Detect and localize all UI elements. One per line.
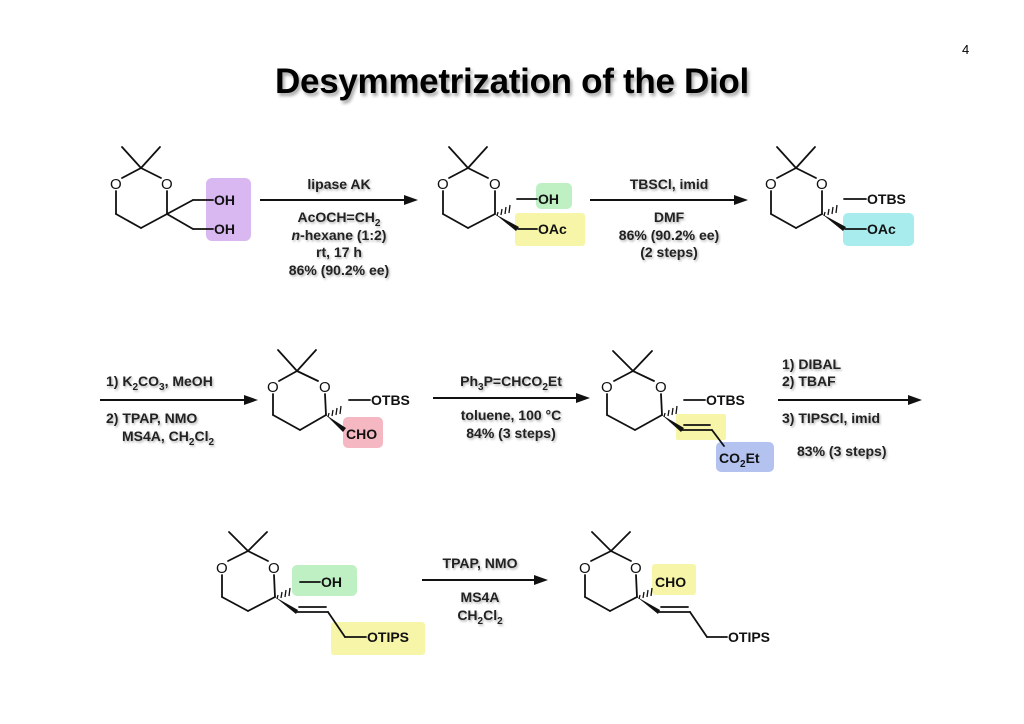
condition-below: MS4A bbox=[461, 589, 500, 605]
label-otips: OTIPS bbox=[367, 629, 409, 645]
condition-above: 1) DIBAL bbox=[782, 356, 842, 372]
reaction-arrow-1: lipase AK AcOCH=CH2 n-hexane (1:2) rt, 1… bbox=[260, 176, 418, 278]
compound-aldehyde: O O OTBS CHO bbox=[267, 349, 410, 442]
label-otips: OTIPS bbox=[728, 629, 770, 645]
yield-text: 83% (3 steps) bbox=[797, 443, 886, 459]
condition-below: rt, 17 h bbox=[316, 244, 362, 260]
condition-above: Ph3P=CHCO2Et bbox=[460, 373, 562, 393]
label-oh: OH bbox=[214, 192, 235, 208]
highlight-allyl-oh bbox=[292, 565, 357, 596]
atom-o: O bbox=[161, 176, 173, 193]
highlight-mono-oac bbox=[515, 213, 585, 246]
label-oh: OH bbox=[214, 221, 235, 237]
reaction-arrow-6: TPAP, NMO MS4A CH2Cl2 bbox=[422, 555, 548, 627]
condition-below: (2 steps) bbox=[640, 244, 698, 260]
label-otbs: OTBS bbox=[371, 392, 410, 408]
label-cho: CHO bbox=[346, 426, 377, 442]
condition-below: MS4A, CH2Cl2 bbox=[122, 428, 214, 448]
page-number: 4 bbox=[962, 42, 970, 57]
yield-text: 86% (90.2% ee) bbox=[289, 262, 389, 278]
atom-o: O bbox=[816, 176, 828, 193]
condition-below: 3) TIPSCl, imid bbox=[782, 410, 880, 426]
highlight-mono-oh bbox=[536, 183, 572, 209]
reaction-arrow-3: 1) K2CO3, MeOH 2) TPAP, NMO MS4A, CH2Cl2 bbox=[100, 373, 258, 448]
atom-o: O bbox=[437, 176, 449, 193]
label-oh: OH bbox=[321, 574, 342, 590]
condition-below: n-hexane (1:2) bbox=[292, 227, 387, 243]
atom-o: O bbox=[268, 560, 280, 577]
condition-above: 1) K2CO3, MeOH bbox=[106, 373, 213, 393]
condition-above: 2) TBAF bbox=[782, 373, 836, 389]
reaction-arrow-2: TBSCl, imid DMF 86% (90.2% ee) (2 steps) bbox=[590, 176, 748, 260]
label-otbs: OTBS bbox=[867, 191, 906, 207]
label-co2et: CO2Et bbox=[719, 450, 760, 470]
condition-below: DMF bbox=[654, 209, 685, 225]
highlight-enoate-ester bbox=[716, 442, 774, 472]
slide-title: Desymmetrization of the Diol bbox=[275, 62, 749, 101]
label-otbs: OTBS bbox=[706, 392, 745, 408]
condition-above: TPAP, NMO bbox=[443, 555, 518, 571]
highlight-allyl-otips bbox=[331, 622, 425, 655]
yield-text: 86% (90.2% ee) bbox=[619, 227, 719, 243]
highlight-tbs-oac bbox=[843, 213, 914, 246]
atom-o: O bbox=[319, 379, 331, 396]
highlight-enoate-alkene bbox=[676, 414, 726, 440]
atom-o: O bbox=[110, 176, 122, 193]
condition-above: lipase AK bbox=[307, 176, 370, 192]
compound-final-aldehyde: O O CHO OTIPS bbox=[579, 531, 770, 645]
condition-below: CH2Cl2 bbox=[457, 607, 503, 627]
highlight-ald-cho bbox=[343, 417, 383, 448]
highlight-final-cho bbox=[652, 564, 696, 595]
atom-o: O bbox=[765, 176, 777, 193]
compound-diol: O O OH OH bbox=[110, 146, 235, 237]
compound-monoacetate: O O OH OAc bbox=[437, 146, 567, 237]
label-oac: OAc bbox=[867, 221, 896, 237]
compound-tbs-acetate: O O OTBS OAc bbox=[765, 146, 906, 237]
condition-above: TBSCl, imid bbox=[630, 176, 709, 192]
atom-o: O bbox=[655, 379, 667, 396]
reaction-arrow-5: 1) DIBAL 2) TBAF 3) TIPSCl, imid 83% (3 … bbox=[778, 356, 922, 459]
yield-text: 84% (3 steps) bbox=[466, 425, 555, 441]
atom-o: O bbox=[267, 379, 279, 396]
atom-o: O bbox=[489, 176, 501, 193]
condition-below: toluene, 100 °C bbox=[461, 407, 562, 423]
label-cho: CHO bbox=[655, 574, 686, 590]
compound-enoate: O O OTBS CO2Et bbox=[601, 350, 760, 470]
condition-below: AcOCH=CH2 bbox=[298, 209, 381, 229]
atom-o: O bbox=[630, 560, 642, 577]
atom-o: O bbox=[216, 560, 228, 577]
condition-below: 2) TPAP, NMO bbox=[106, 410, 197, 426]
compound-allylic-alcohol: O O OH OTIPS bbox=[216, 531, 409, 645]
atom-o: O bbox=[579, 560, 591, 577]
label-oac: OAc bbox=[538, 221, 567, 237]
atom-o: O bbox=[601, 379, 613, 396]
label-oh: OH bbox=[538, 191, 559, 207]
highlight-diol-oh bbox=[206, 178, 251, 241]
reaction-arrow-4: Ph3P=CHCO2Et toluene, 100 °C 84% (3 step… bbox=[433, 373, 590, 441]
